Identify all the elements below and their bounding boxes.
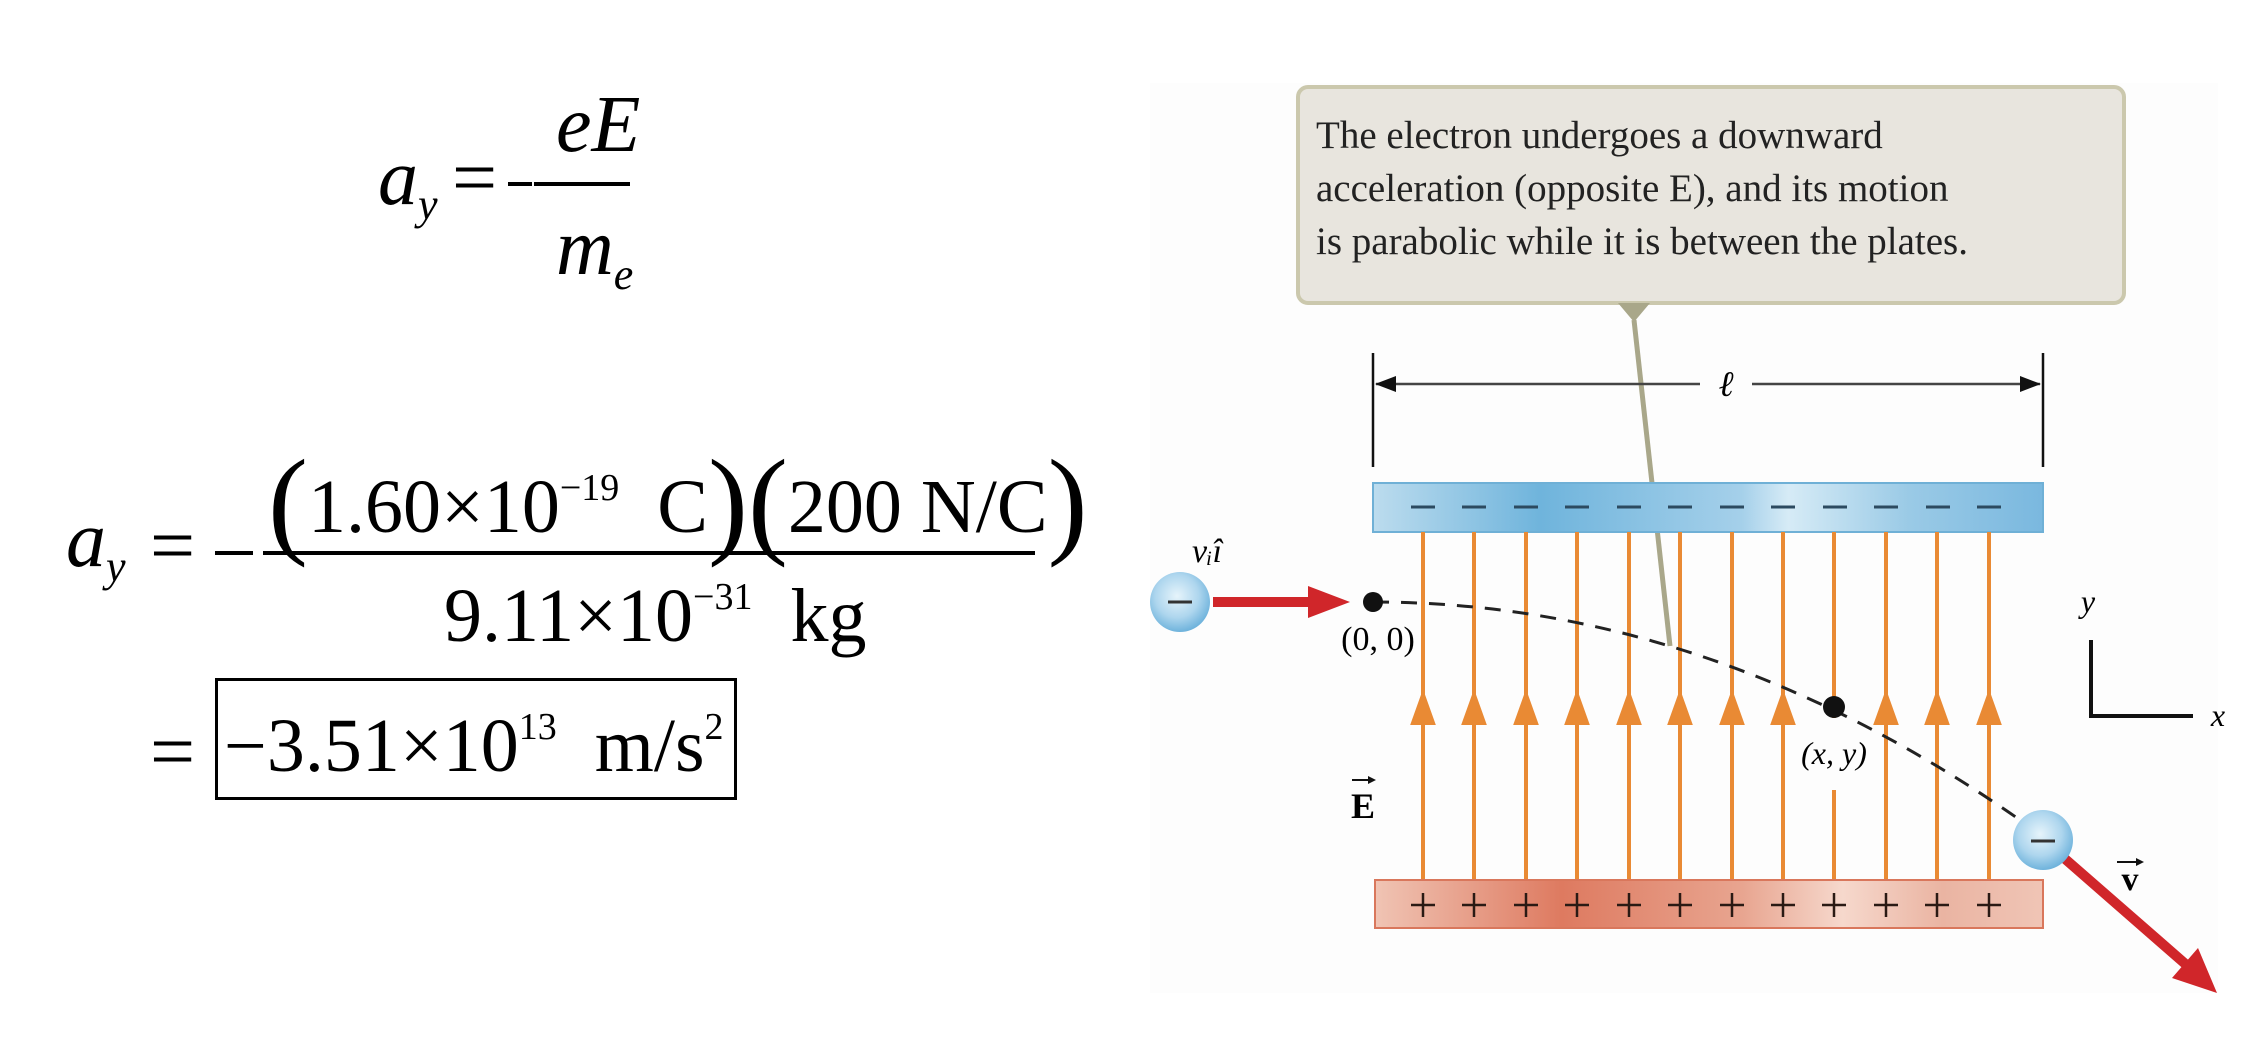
formula1-equals: = (452, 134, 498, 222)
paren-open: ( (747, 435, 788, 568)
positive-charge-signs (1411, 893, 2001, 917)
paren-open: ( (268, 435, 308, 568)
arrow-head-icon (2172, 948, 2217, 993)
callout-line-1: The electron undergoes a downward (1316, 114, 1883, 157)
formula1-numerator: eE (556, 81, 641, 169)
position-label: (x, y) (1801, 735, 1867, 771)
result-equals: = (150, 708, 196, 796)
mass-exponent: −31 (693, 575, 753, 618)
incoming-electron (1150, 572, 1210, 632)
symbol-a: a (378, 134, 418, 222)
formula2-fraction-bar (263, 551, 1035, 555)
vector-arrow-icon (2136, 858, 2144, 866)
length-label: ℓ (1719, 364, 1734, 404)
formula2-minus-sign (215, 551, 253, 555)
callout: The electron undergoes a downward accele… (1296, 85, 2126, 647)
result-mantissa: −3.51×10 (224, 704, 519, 788)
callout-box (1296, 85, 2126, 305)
subscript-y: y (418, 180, 438, 230)
mass-mantissa: 9.11×10 (444, 574, 694, 658)
charge-unit: C (657, 465, 708, 549)
negative-plate (1372, 482, 2044, 533)
symbol-m: m (556, 204, 614, 292)
formula2-equals: = (150, 502, 196, 590)
formula2-numerator: (1.60×10−19 C)(200 N/C) (268, 432, 1088, 562)
axis-x-label: x (2210, 697, 2225, 733)
electric-field-lines (1410, 532, 2002, 880)
subscript-y: y (106, 542, 126, 592)
callout-line-2: acceleration (opposite E), and its motio… (1316, 167, 1948, 210)
arrow-head-icon (1308, 586, 1350, 618)
result-value: −3.51×1013 m/s2 (224, 708, 724, 784)
charge-exponent: −19 (559, 466, 620, 509)
velocity-arrow (2060, 854, 2217, 993)
formula1-lhs: ay (378, 138, 438, 227)
positive-plate (1374, 879, 2044, 929)
coordinate-axes: y x (2078, 583, 2225, 733)
origin-point (1363, 592, 1383, 612)
field-label: E (1351, 786, 1375, 826)
initial-velocity-label: vᵢî (1192, 533, 1223, 570)
dimension-arrow-right-icon (2020, 376, 2041, 392)
field-label-group: E (1351, 776, 1376, 826)
paren-close: ) (1047, 435, 1088, 568)
callout-pointer (1618, 303, 1650, 322)
result-exponent: 13 (518, 705, 557, 748)
final-velocity-label: v (2122, 861, 2139, 898)
mass-unit: kg (790, 574, 867, 658)
formula2-denominator: 9.11×10−31 kg (444, 578, 866, 654)
formula1-minus-sign (508, 182, 532, 186)
parabolic-trajectory (1372, 600, 2021, 822)
exiting-electron (2013, 810, 2073, 870)
origin-label: (0, 0) (1341, 621, 1415, 658)
paren-close: ) (707, 435, 748, 568)
initial-velocity-arrow (1213, 586, 1350, 618)
callout-line-3: is parabolic while it is between the pla… (1316, 220, 1968, 263)
symbol-a: a (66, 496, 106, 584)
dimension-arrow-left-icon (1375, 376, 1396, 392)
result-unit: m/s (594, 704, 705, 788)
result-unit-exponent: 2 (704, 705, 724, 748)
formula1-denominator: me (556, 208, 633, 297)
charge-mantissa: 1.60×10 (307, 465, 560, 549)
subscript-e: e (613, 250, 634, 300)
length-dimension: ℓ (1371, 353, 2045, 467)
position-point (1823, 696, 1845, 718)
result-box (215, 678, 737, 800)
vector-arrow-icon (1368, 776, 1376, 784)
final-velocity-label-group: v (2117, 858, 2144, 898)
formula2-lhs: ay (66, 500, 126, 589)
axis-y-label: y (2078, 583, 2096, 619)
formula1-fraction-bar (534, 182, 630, 186)
field-value: 200 N/C (787, 465, 1048, 549)
